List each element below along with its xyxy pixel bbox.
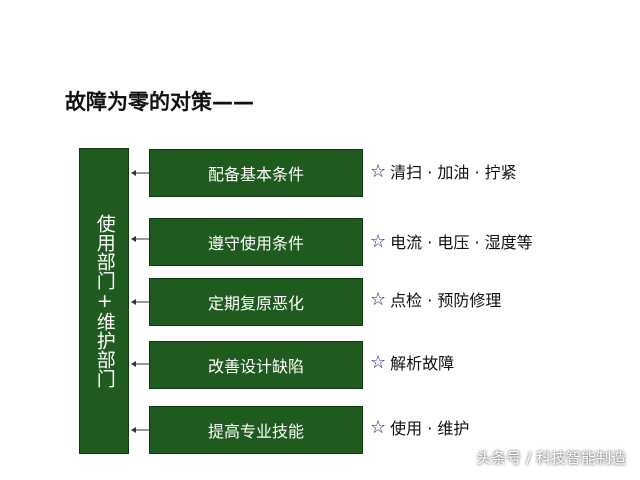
star-icon: ☆: [370, 288, 387, 310]
note-text-5: 使用 · 维护: [390, 419, 470, 438]
note-4: ☆ 解析故障: [370, 350, 454, 374]
arrow-left-icon: [131, 236, 149, 242]
note-text-3: 点检 · 预防修理: [390, 291, 502, 310]
condition-box-5: 提高专业技能: [149, 406, 363, 454]
arrow-left-icon: [131, 361, 149, 367]
user-maintenance-dept-box: 使用部门+维护部门: [79, 148, 129, 454]
star-icon: ☆: [370, 351, 387, 373]
condition-box-2: 遵守使用条件: [149, 218, 363, 266]
note-1: ☆ 清扫 · 加油 · 拧紧: [370, 159, 517, 183]
condition-box-1: 配备基本条件: [149, 149, 363, 197]
left-box-label: 使用部门+维护部门: [93, 214, 116, 388]
condition-box-3: 定期复原恶化: [149, 278, 363, 326]
note-2: ☆ 电流 · 电压 · 湿度等: [370, 229, 533, 253]
arrow-left-icon: [131, 299, 149, 305]
note-3: ☆ 点检 · 预防修理: [370, 287, 501, 311]
condition-box-4: 改善设计缺陷: [149, 341, 363, 389]
arrow-left-icon: [131, 170, 149, 176]
arrow-left-icon: [131, 427, 149, 433]
page-title: 故障为零的对策——: [65, 90, 254, 114]
note-text-1: 清扫 · 加油 · 拧紧: [390, 163, 517, 182]
note-text-4: 解析故障: [390, 354, 455, 373]
watermark: 头条号 / 科技智能制造: [476, 449, 626, 467]
star-icon: ☆: [370, 416, 387, 438]
note-5: ☆ 使用 · 维护: [370, 415, 469, 439]
star-icon: ☆: [370, 230, 387, 252]
note-text-2: 电流 · 电压 · 湿度等: [390, 233, 533, 252]
star-icon: ☆: [370, 160, 387, 182]
